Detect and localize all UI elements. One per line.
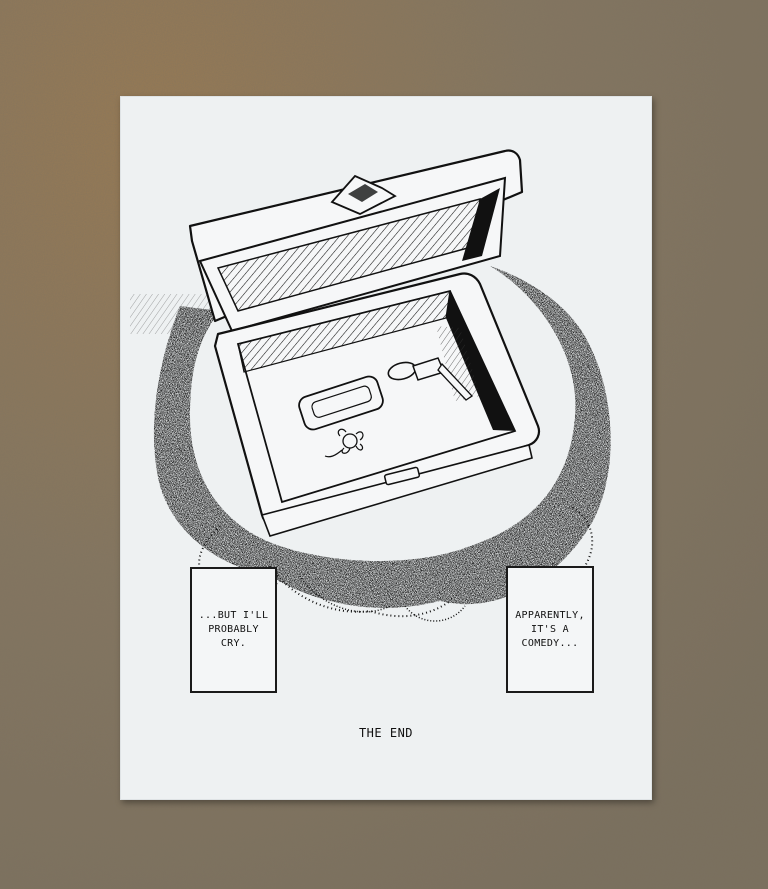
paper-card: ...BUT I'LL PROBABLY CRY. APPARENTLY, IT… (120, 96, 652, 800)
caption-box-right: APPARENTLY, IT'S A COMEDY... (506, 566, 594, 693)
small-flower (324, 428, 364, 458)
caption-left-text: ...BUT I'LL PROBABLY CRY. (198, 610, 269, 649)
caption-right-text: APPARENTLY, IT'S A COMEDY... (515, 609, 585, 649)
caption-box-left: ...BUT I'LL PROBABLY CRY. (190, 567, 277, 693)
box-lid (188, 149, 524, 333)
ending-title: THE END (358, 726, 414, 740)
key-with-fob (298, 357, 473, 431)
jewelry-box-illustration (130, 149, 611, 622)
